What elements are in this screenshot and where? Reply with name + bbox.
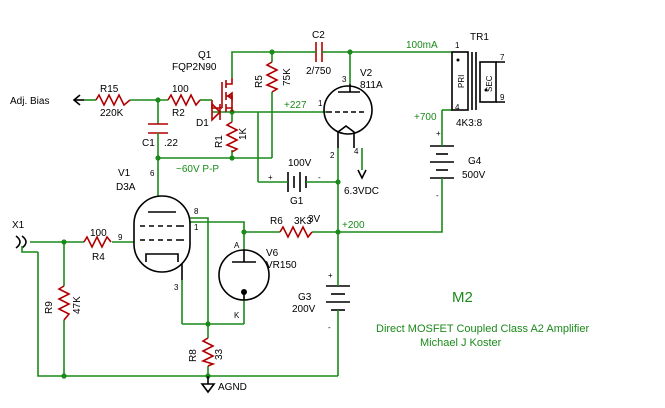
r1-value: 1K <box>238 127 249 140</box>
r6-resistor <box>279 225 313 239</box>
tr1-transformer <box>451 51 505 111</box>
c1-value: .22 <box>164 138 178 149</box>
v1-pin-9: 9 <box>118 233 123 242</box>
r6-value: 3K3 <box>294 216 312 227</box>
g1-label: G1 <box>290 196 304 207</box>
r9-label: R9 <box>44 301 55 314</box>
c1-label: C1 <box>142 138 155 149</box>
r5-label: R5 <box>254 75 265 88</box>
g1-battery <box>282 172 310 192</box>
v2-pin-2: 2 <box>330 151 335 160</box>
v6-regulator-tube <box>218 249 270 301</box>
g1-top: 100V <box>288 158 312 169</box>
v227-label: +227 <box>284 100 307 111</box>
r15-resistor <box>95 93 131 107</box>
pri-label: PRI <box>457 75 466 88</box>
schematic-title: Direct MOSFET Coupled Class A2 Amplifier <box>376 323 589 335</box>
agnd-symbol <box>200 376 216 394</box>
r4-value: 100 <box>90 228 107 239</box>
q1-label: Q1 <box>198 50 212 61</box>
g3-minus: - <box>328 323 331 332</box>
r9-resistor <box>57 285 71 321</box>
r8-value: 33 <box>214 348 225 360</box>
agnd-label: AGND <box>218 382 247 393</box>
v1-pin-3: 3 <box>174 283 179 292</box>
wires <box>30 51 452 377</box>
x1-label: X1 <box>12 220 25 231</box>
schematic-author: Michael J Koster <box>420 337 502 349</box>
r2-resistor <box>167 93 201 107</box>
v1-pin-1: 1 <box>194 223 199 232</box>
x1-input-jack <box>15 235 38 253</box>
g4-value: 500V <box>462 170 486 181</box>
filament-voltage: 6.3VDC <box>344 186 379 197</box>
v2-pin-3: 3 <box>342 75 347 84</box>
r2-value: 100 <box>172 84 189 95</box>
c2-label: C2 <box>312 30 325 41</box>
r2-label: R2 <box>172 108 185 119</box>
g3-value: 200V <box>292 304 316 315</box>
g1-value: 3V <box>308 214 321 225</box>
v2-value: 811A <box>360 80 383 91</box>
tr1-pin-1: 1 <box>455 41 460 50</box>
v1-value: D3A <box>116 182 136 193</box>
v6-label: V6 <box>266 248 279 259</box>
r4-label: R4 <box>92 252 105 263</box>
filament-arrow <box>357 169 367 180</box>
r6-label: R6 <box>270 216 283 227</box>
g4-minus: - <box>436 191 439 200</box>
current-100ma: 100mA <box>406 40 438 51</box>
v1-pin-6: 6 <box>150 169 155 178</box>
sec-label: SEC <box>485 75 494 92</box>
pp-label: ~60V P-P <box>176 164 219 175</box>
v1-label: V1 <box>118 168 131 179</box>
g3-plus: + <box>328 271 333 280</box>
r9-value: 47K <box>72 296 83 314</box>
v2-pin-4: 4 <box>354 147 359 156</box>
r1-resistor <box>225 121 239 153</box>
v1-tube <box>133 195 191 280</box>
r5-value: 75K <box>282 68 293 86</box>
v6-value: VR150 <box>266 260 297 271</box>
tr1-ratio: 4K3:8 <box>456 118 483 129</box>
adj-bias-arrow <box>72 94 84 106</box>
g4-label: G4 <box>468 156 482 167</box>
v6-pin-a: A <box>234 241 240 250</box>
adj-bias-label: Adj. Bias <box>10 96 49 107</box>
v2-pin-1: 1 <box>318 99 323 108</box>
tr1-pin-4: 4 <box>455 103 460 112</box>
c2-value: 2/750 <box>306 66 331 77</box>
d1-diode <box>211 102 222 122</box>
c1-capacitor <box>148 123 168 136</box>
v1-pin-8: 8 <box>194 207 199 216</box>
g4-battery <box>430 140 454 186</box>
g3-battery <box>326 280 350 318</box>
tr1-pin-9: 9 <box>500 93 505 102</box>
r1-label: R1 <box>214 135 225 148</box>
c2-capacitor <box>312 42 326 62</box>
d1-label: D1 <box>196 118 209 129</box>
r5-resistor <box>265 61 279 93</box>
g3-label: G3 <box>298 292 312 303</box>
v200-label: +200 <box>342 220 365 231</box>
module-id: M2 <box>452 289 473 306</box>
v700-label: +700 <box>414 112 437 123</box>
g4-plus: + <box>436 129 441 138</box>
g1-plus: + <box>268 173 273 182</box>
g1-minus: - <box>318 173 321 182</box>
v2-tube <box>323 84 373 148</box>
tr1-label: TR1 <box>470 32 489 43</box>
q1-value: FQP2N90 <box>172 62 217 73</box>
r15-label: R15 <box>100 84 119 95</box>
v6-pin-k: K <box>234 311 240 320</box>
r8-label: R8 <box>188 349 199 362</box>
v2-label: V2 <box>360 68 373 79</box>
tr1-pin-7: 7 <box>500 53 505 62</box>
r8-resistor <box>200 337 216 367</box>
r15-value: 220K <box>100 108 124 119</box>
r4-resistor <box>83 235 112 249</box>
